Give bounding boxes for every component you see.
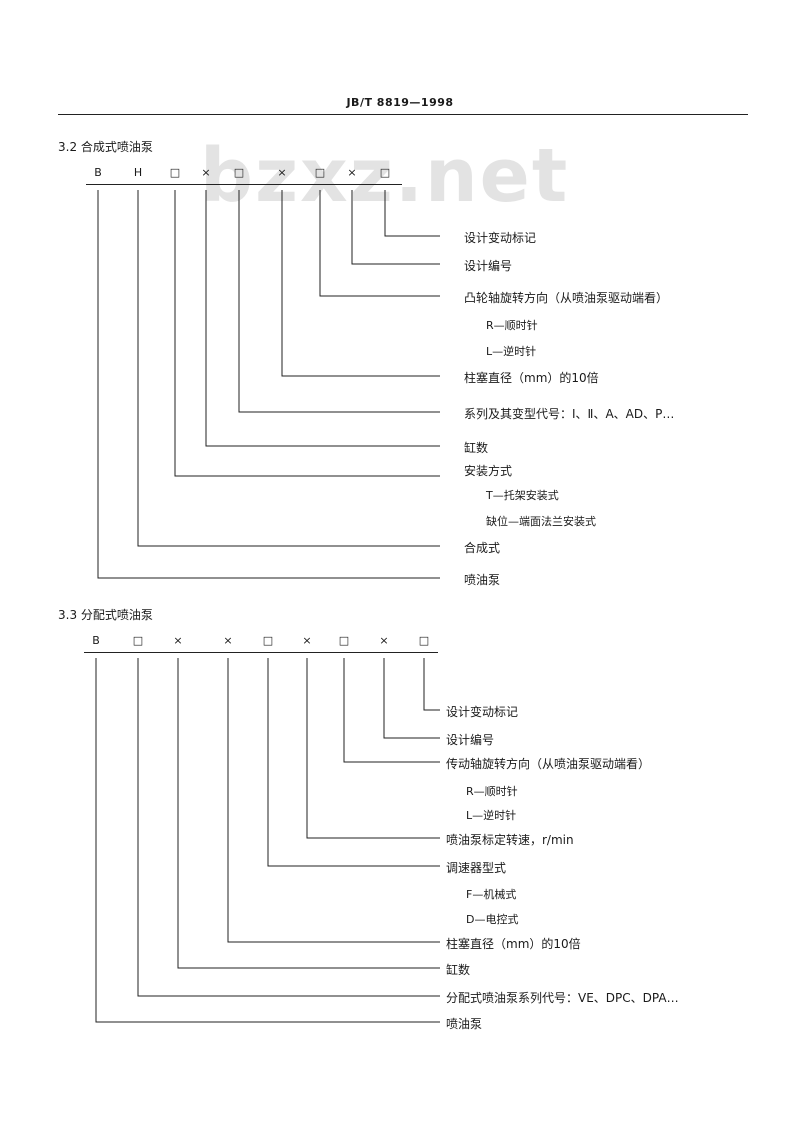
code-a-2: □	[169, 166, 181, 179]
connector-a-design-no	[351, 190, 440, 265]
code-b-8: □	[418, 634, 430, 647]
code-a-4: □	[233, 166, 245, 179]
section-3-2-title: 3.2 合成式喷油泵	[58, 140, 153, 154]
a-item-change-mark: 设计变动标记	[464, 231, 537, 245]
b-item-pump: 喷油泵	[446, 1017, 483, 1031]
b-item-governor-f: F—机械式	[466, 888, 517, 901]
b-item-rotation: 传动轴旋转方向（从喷油泵驱动端看）	[446, 757, 651, 771]
code-a-3: ×	[201, 166, 211, 179]
code-a-5: ×	[277, 166, 287, 179]
code-a-7: ×	[347, 166, 357, 179]
a-item-install-t: T—托架安装式	[486, 489, 559, 502]
a-item-rotation: 凸轮轴旋转方向（从喷油泵驱动端看）	[464, 291, 669, 305]
code-a-6: □	[314, 166, 326, 179]
code-b-6: □	[338, 634, 350, 647]
header-rule	[58, 114, 748, 115]
a-item-rotation-r: R—顺时针	[486, 319, 538, 332]
a-item-rotation-l: L—逆时针	[486, 345, 537, 358]
b-item-cylinders: 缸数	[446, 963, 471, 977]
b-item-governor-d: D—电控式	[466, 913, 519, 926]
a-item-design-no: 设计编号	[464, 259, 513, 273]
a-item-install: 安装方式	[464, 464, 513, 478]
code-b-underline	[84, 652, 438, 653]
b-item-design-no: 设计编号	[446, 733, 495, 747]
a-item-series: 系列及其变型代号：Ⅰ、Ⅱ、A、AD、P…	[464, 407, 675, 421]
connector-b-change-mark	[423, 658, 440, 711]
section-3-3-title: 3.3 分配式喷油泵	[58, 608, 153, 622]
a-item-composite: 合成式	[464, 541, 501, 555]
b-item-plunger: 柱塞直径（mm）的10倍	[446, 937, 581, 951]
code-b-4: □	[262, 634, 274, 647]
code-b-2: ×	[173, 634, 183, 647]
a-item-plunger: 柱塞直径（mm）的10倍	[464, 371, 599, 385]
code-a-8: □	[379, 166, 391, 179]
connector-b-speed	[306, 658, 440, 839]
connector-a-series	[238, 190, 440, 413]
connector-a-change-mark	[384, 190, 440, 237]
b-item-series: 分配式喷油泵系列代号：VE、DPC、DPA…	[446, 991, 679, 1005]
connector-b-design-no	[383, 658, 440, 739]
b-item-governor: 调速器型式	[446, 861, 507, 875]
a-item-install-flange: 缺位—端面法兰安装式	[486, 515, 596, 528]
b-item-speed: 喷油泵标定转速，r/min	[446, 833, 574, 847]
connector-a-composite	[137, 190, 440, 547]
connector-b-rotation	[343, 658, 440, 763]
connector-a-plunger	[281, 190, 440, 377]
b-item-change-mark: 设计变动标记	[446, 705, 519, 719]
connector-a-pump	[97, 190, 440, 579]
watermark: bzxz.net	[200, 133, 570, 219]
code-b-0: B	[92, 634, 100, 647]
a-item-pump: 喷油泵	[464, 573, 501, 587]
a-item-cylinders: 缸数	[464, 441, 489, 455]
standard-number-header: JB/T 8819—1998	[346, 96, 454, 109]
connector-a-rotation	[319, 190, 440, 297]
code-b-1: □	[132, 634, 144, 647]
b-item-rotation-r: R—顺时针	[466, 785, 518, 798]
connector-b-series	[137, 658, 440, 997]
code-a-0: B	[94, 166, 102, 179]
code-b-5: ×	[302, 634, 312, 647]
code-a-underline	[86, 184, 402, 185]
connector-b-plunger	[227, 658, 440, 943]
connector-b-governor	[267, 658, 440, 867]
code-b-3: ×	[223, 634, 233, 647]
code-b-7: ×	[379, 634, 389, 647]
connector-b-cylinders	[177, 658, 440, 969]
b-item-rotation-l: L—逆时针	[466, 809, 517, 822]
code-a-1: H	[133, 166, 143, 179]
connector-a-install	[174, 190, 440, 477]
connector-a-cylinders	[205, 190, 440, 447]
connector-b-pump	[95, 658, 440, 1023]
